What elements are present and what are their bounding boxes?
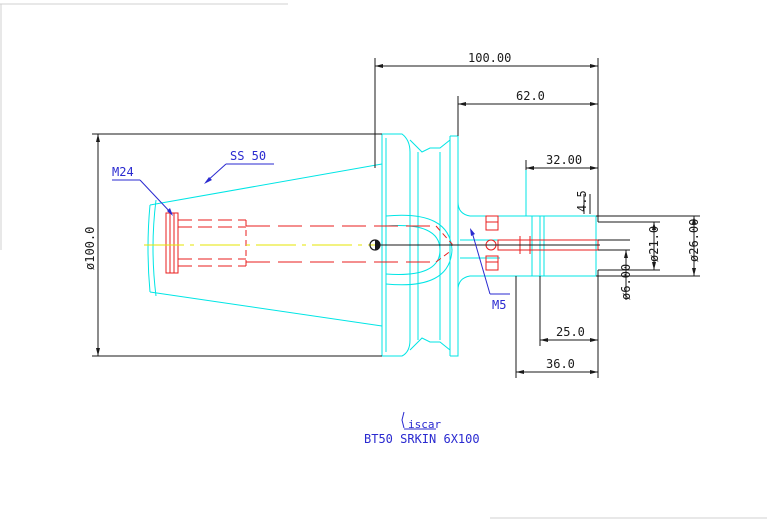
callout-leaders	[112, 163, 510, 295]
callout-arrows	[167, 177, 475, 236]
dim-dia-6: ø6.00	[619, 264, 633, 300]
holder-outline	[147, 133, 597, 357]
dimension-lines	[92, 58, 700, 378]
dim-overall-length: 100.00	[468, 51, 511, 65]
dim-chamfer: 4.5	[575, 190, 589, 212]
part-name: BT50 SRKIN 6X100	[364, 432, 480, 446]
dimension-arrows	[96, 64, 696, 374]
dim-dia-26: ø26.00	[687, 219, 701, 262]
dim-length-25: 25.0	[556, 325, 585, 339]
dim-length-32: 32.00	[546, 153, 582, 167]
iscar-logo: iscar	[401, 411, 441, 431]
dim-dia-100: ø100.0	[83, 227, 97, 270]
label-m5: M5	[492, 298, 506, 312]
label-m24: M24	[112, 165, 134, 179]
dim-length-36: 36.0	[546, 357, 575, 371]
gauge-point-fill	[375, 240, 380, 250]
svg-text:iscar: iscar	[408, 418, 441, 431]
dim-length-62: 62.0	[516, 89, 545, 103]
label-ss-50: SS 50	[230, 149, 266, 163]
dim-dia-21: ø21.0	[647, 226, 661, 262]
